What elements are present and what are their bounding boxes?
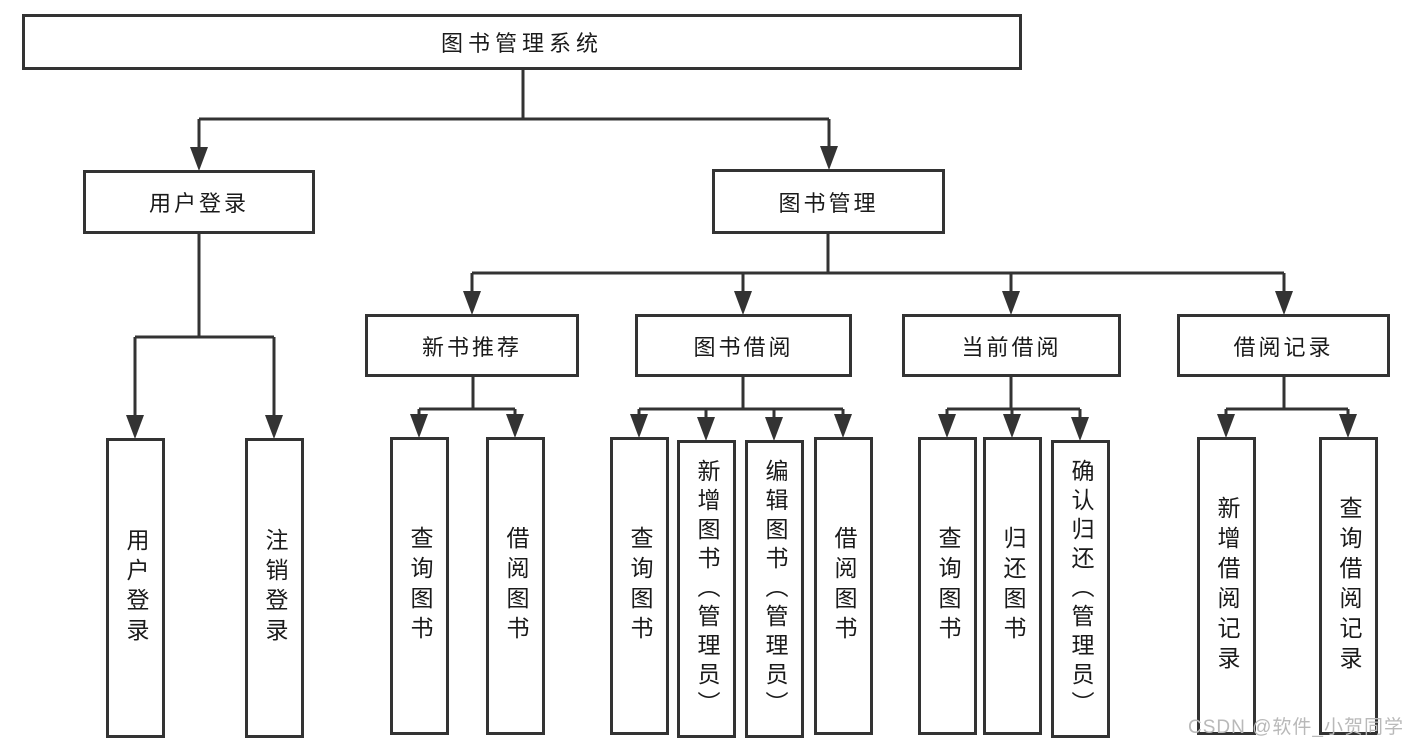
node-user-login: 用户登录	[83, 170, 315, 234]
leaf-borrow-edit-book-admin: 编辑图书（管理员）	[745, 440, 804, 738]
leaf-current-confirm-return-admin: 确认归还（管理员）	[1051, 440, 1110, 738]
leaf-newrec-query-book-label: 查询图书	[407, 526, 433, 646]
leaf-borrow-add-book-admin-label: 新增图书（管理员）	[694, 458, 720, 720]
leaf-records-add-record-label: 新增借阅记录	[1214, 496, 1240, 676]
node-current-borrowing: 当前借阅	[902, 314, 1121, 377]
leaf-newrec-query-book: 查询图书	[390, 437, 449, 735]
leaf-user-login: 用户登录	[106, 438, 165, 738]
leaf-records-query-record: 查询借阅记录	[1319, 437, 1378, 735]
leaf-current-confirm-return-admin-label: 确认归还（管理员）	[1068, 458, 1094, 720]
leaf-logout: 注销登录	[245, 438, 304, 738]
node-current-borrowing-label: 当前借阅	[961, 334, 1062, 360]
leaf-current-return-book: 归还图书	[983, 437, 1042, 735]
leaf-newrec-borrow-book-label: 借阅图书	[503, 526, 529, 646]
leaf-current-query-book-label: 查询图书	[935, 526, 961, 646]
leaf-current-return-book-label: 归还图书	[1000, 526, 1026, 646]
leaf-user-login-label: 用户登录	[123, 528, 149, 648]
node-new-book-recommend: 新书推荐	[365, 314, 579, 377]
leaf-borrow-borrow-book-label: 借阅图书	[831, 526, 857, 646]
leaf-borrow-query-book: 查询图书	[610, 437, 669, 735]
node-book-management-label: 图书管理	[778, 190, 879, 216]
node-library-system: 图书管理系统	[22, 14, 1022, 70]
node-book-borrowing-label: 图书借阅	[693, 334, 794, 360]
node-book-borrowing: 图书借阅	[635, 314, 852, 377]
leaf-borrow-borrow-book: 借阅图书	[814, 437, 873, 735]
leaf-borrow-add-book-admin: 新增图书（管理员）	[677, 440, 736, 738]
watermark: CSDN @软件_小贺同学	[1188, 717, 1404, 738]
node-user-login-label: 用户登录	[148, 191, 249, 216]
leaf-newrec-borrow-book: 借阅图书	[486, 437, 545, 735]
leaf-current-query-book: 查询图书	[918, 437, 977, 735]
leaf-borrow-edit-book-admin-label: 编辑图书（管理员）	[762, 458, 788, 720]
node-new-book-recommend-label: 新书推荐	[421, 334, 522, 360]
node-book-management: 图书管理	[712, 169, 945, 234]
leaf-borrow-query-book-label: 查询图书	[627, 526, 653, 646]
leaf-logout-label: 注销登录	[262, 528, 288, 648]
leaf-records-add-record: 新增借阅记录	[1197, 437, 1256, 735]
node-borrowing-records-label: 借阅记录	[1233, 334, 1334, 360]
node-borrowing-records: 借阅记录	[1177, 314, 1390, 377]
node-library-system-label: 图书管理系统	[440, 31, 603, 56]
leaf-records-query-record-label: 查询借阅记录	[1336, 496, 1362, 676]
